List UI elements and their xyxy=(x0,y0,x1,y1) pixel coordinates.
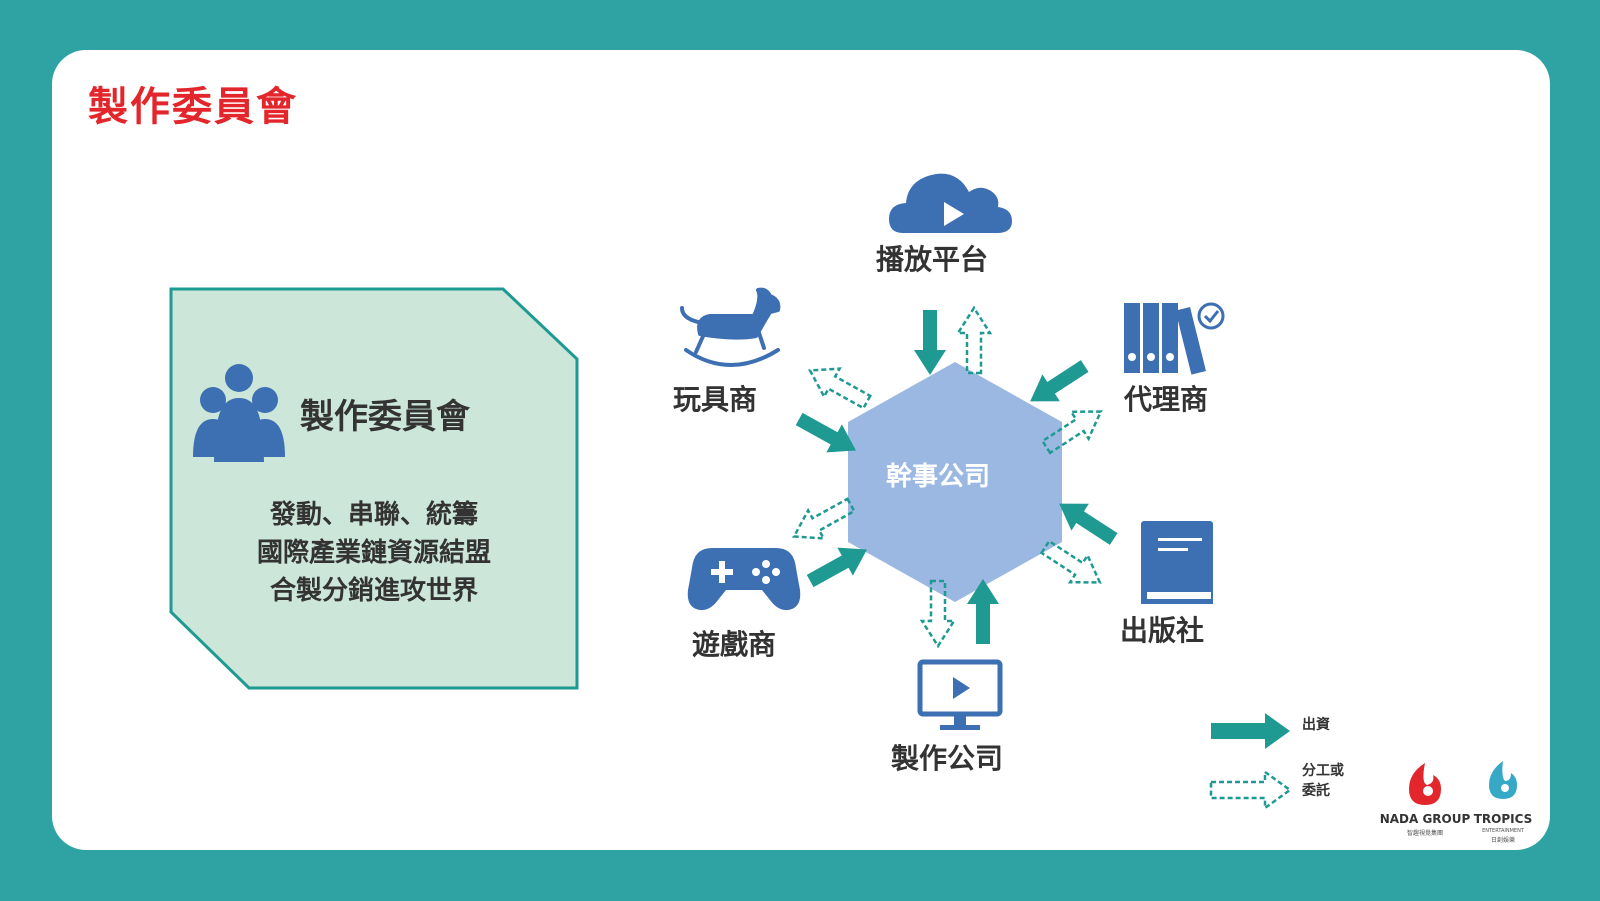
label-games: 遊戲商 xyxy=(692,628,776,661)
task-arrow-top xyxy=(956,306,992,375)
panel-line-1: 發動、串聯、統籌 xyxy=(269,499,478,530)
funding-arrow-top xyxy=(914,310,946,375)
committee-panel: 製作委員會 發動、串聯、統籌 國際產業鏈資源結盟 合製分銷進攻世界 xyxy=(169,287,579,690)
tropics-sub2: 日創娛樂 xyxy=(1491,836,1515,844)
node-production: 製作公司 xyxy=(891,659,1003,775)
node-toys: 玩具商 xyxy=(673,287,781,416)
nada-group-logo: NADA GROUP 智趣視覺集團 xyxy=(1380,763,1471,837)
panel-line-3: 合製分銷進攻世界 xyxy=(270,575,478,606)
legend-dashed-label-2: 委託 xyxy=(1301,782,1330,799)
cloud-play-icon xyxy=(889,173,1012,233)
label-streaming: 播放平台 xyxy=(876,243,988,276)
task-arrow-toys xyxy=(801,355,876,418)
tropics-sub: ENTERTAINMENT xyxy=(1482,828,1525,834)
task-arrow-publisher xyxy=(1035,532,1110,598)
node-agency: 代理商 xyxy=(1123,302,1225,416)
tropics-name: TROPICS xyxy=(1474,812,1533,826)
page-title: 製作委員會 xyxy=(88,84,298,130)
nada-group-name: NADA GROUP xyxy=(1380,812,1471,826)
panel-heading: 製作委員會 xyxy=(300,397,471,437)
tropics-logo: TROPICS ENTERTAINMENT 日創娛樂 xyxy=(1474,761,1533,844)
center-hub: 幹事公司 xyxy=(848,362,1062,602)
panel-line-2: 國際產業鏈資源結盟 xyxy=(257,537,491,568)
binders-icon xyxy=(1124,302,1225,375)
gamepad-icon xyxy=(687,548,801,611)
book-icon xyxy=(1141,521,1213,604)
node-publisher: 出版社 xyxy=(1120,521,1213,647)
legend: 出資 分工或 委託 xyxy=(1209,713,1344,811)
node-games: 遊戲商 xyxy=(687,548,801,661)
monitor-play-icon xyxy=(917,659,1003,730)
legend-dashed-label-1: 分工或 xyxy=(1302,762,1344,779)
label-toys: 玩具商 xyxy=(673,383,757,416)
center-label: 幹事公司 xyxy=(886,461,990,492)
node-streaming: 播放平台 xyxy=(876,173,1012,276)
label-production: 製作公司 xyxy=(891,742,1003,775)
label-agency: 代理商 xyxy=(1123,383,1208,416)
label-publisher: 出版社 xyxy=(1120,614,1204,647)
nada-group-sub: 智趣視覺集團 xyxy=(1407,829,1443,837)
people-group-icon xyxy=(193,364,285,462)
legend-solid-label: 出資 xyxy=(1302,716,1330,733)
task-arrow-games xyxy=(785,489,860,552)
legend-solid-arrow xyxy=(1211,713,1290,749)
rocking-horse-icon xyxy=(680,287,781,367)
legend-dashed-arrow xyxy=(1209,769,1293,811)
